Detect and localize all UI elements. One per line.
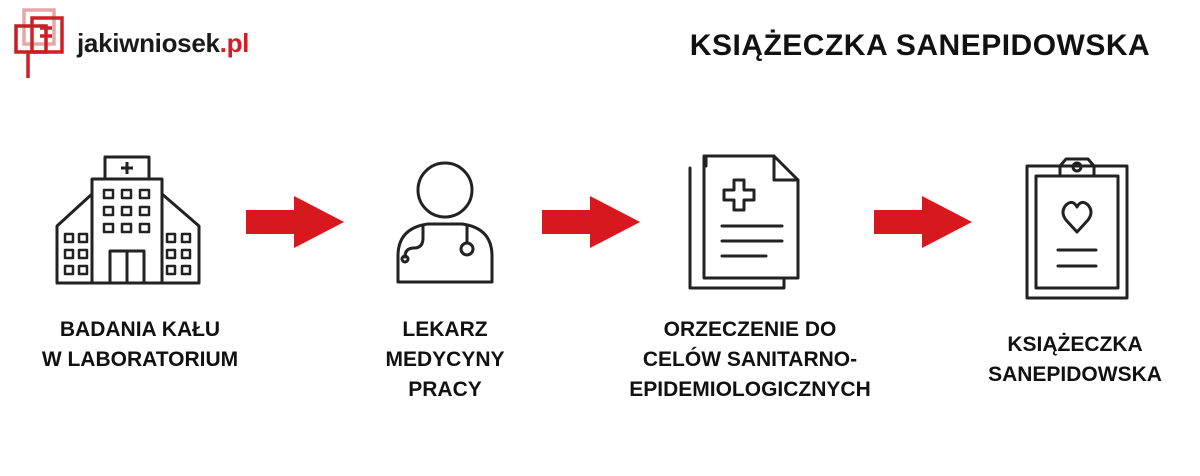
step-label-health-book: KSIĄŻECZKA SANEPIDOWSKA [988,333,1162,386]
logo-tld: .pl [219,28,250,58]
arrow-right-icon [246,196,344,248]
step-label-occupational-doctor: LEKARZ MEDYCYNY PRACY [385,318,505,401]
step-label-certificate: ORZECZENIE DO CELÓW SANITARNO- EPIDEMIOL… [629,318,871,401]
brand-logo[interactable]: jakiwniosek.pl [12,4,272,84]
arrow-right-icon [542,196,640,248]
clipboard-heart-icon [1025,157,1129,300]
hospital-icon [55,155,201,285]
logo-text: jakiwniosek.pl [77,28,249,59]
logo-name: jakiwniosek [77,28,220,58]
medical-document-icon [688,154,800,290]
step-label-lab-tests: BADANIA KAŁU W LABORATORIUM [41,318,239,371]
arrow-right-icon [874,196,972,248]
doctor-icon [396,161,494,284]
page-title: KSIĄŻECZKA SANEPIDOWSKA [689,29,1151,62]
logo-mark-icon [14,8,64,78]
